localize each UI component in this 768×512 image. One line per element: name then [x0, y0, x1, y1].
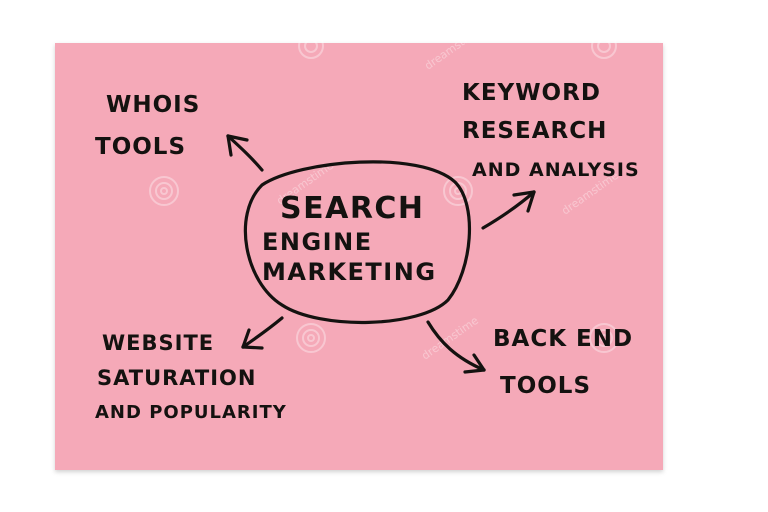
- center-ellipse: [243, 160, 472, 324]
- sticky-note: [55, 43, 663, 470]
- website-label-line1: WEBSITE: [102, 331, 214, 355]
- center-title-line3: MARKETING: [262, 258, 437, 286]
- backend-label-line1: BACK END: [493, 326, 633, 352]
- whois-label-line2: TOOLS: [95, 134, 186, 160]
- center-title-line1: SEARCH: [280, 191, 425, 226]
- watermark-spiral-icon: [298, 33, 324, 59]
- arrow-to-website-icon: [241, 316, 284, 350]
- arrow-to-keyword-icon: [481, 190, 536, 230]
- keyword-label-line2: RESEARCH: [462, 118, 607, 144]
- website-label-line2: SATURATION: [97, 366, 256, 390]
- arrow-to-backend-icon: [426, 320, 486, 374]
- watermark-spiral-icon: [591, 33, 617, 59]
- website-label-line3: AND POPULARITY: [95, 402, 287, 423]
- whois-label-line1: WHOIS: [106, 92, 200, 118]
- center-title-line2: ENGINE: [262, 228, 373, 256]
- watermark-spiral-icon: [149, 176, 179, 206]
- keyword-label-line1: KEYWORD: [462, 80, 601, 106]
- arrow-to-whois-icon: [226, 134, 264, 172]
- watermark-spiral-icon: [296, 323, 326, 353]
- keyword-label-line3: AND ANALYSIS: [472, 159, 640, 181]
- watermark-spiral-icon: [589, 323, 619, 353]
- backend-label-line2: TOOLS: [500, 373, 591, 399]
